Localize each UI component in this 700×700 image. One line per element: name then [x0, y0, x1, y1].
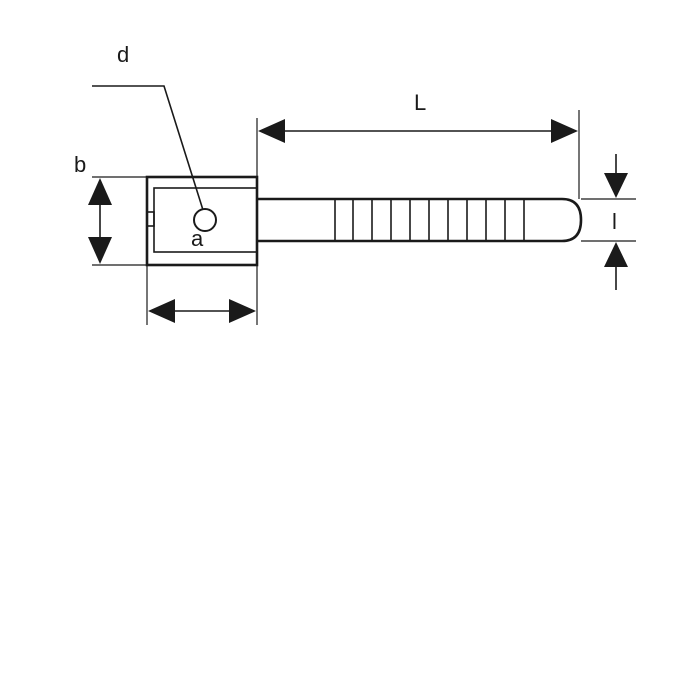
arrow-l-top — [604, 173, 628, 198]
label-b: b — [74, 152, 86, 177]
dimension-L: L — [256, 90, 580, 199]
label-l: l — [612, 209, 617, 234]
arrow-L-right — [551, 119, 578, 143]
label-L: L — [414, 90, 426, 115]
arrow-l-bottom — [604, 242, 628, 267]
arrow-L-left — [258, 119, 285, 143]
arrow-a-right — [229, 299, 256, 323]
arrow-b-bottom — [88, 237, 112, 264]
label-d: d — [117, 42, 129, 67]
head-inner-outline — [153, 187, 258, 253]
arrow-b-top — [88, 178, 112, 205]
hole-d — [193, 208, 217, 232]
strap-outline — [257, 197, 583, 243]
tie-head — [145, 175, 259, 267]
label-a: a — [191, 226, 204, 251]
leader-d: d — [92, 42, 204, 211]
head-latch-tab — [146, 211, 155, 227]
strap-ribs — [334, 199, 525, 241]
tie-strap — [257, 197, 583, 243]
arrow-a-left — [148, 299, 175, 323]
dimension-b: b — [74, 152, 147, 266]
dimension-a: a — [146, 226, 258, 325]
dimension-l: l — [581, 154, 636, 290]
